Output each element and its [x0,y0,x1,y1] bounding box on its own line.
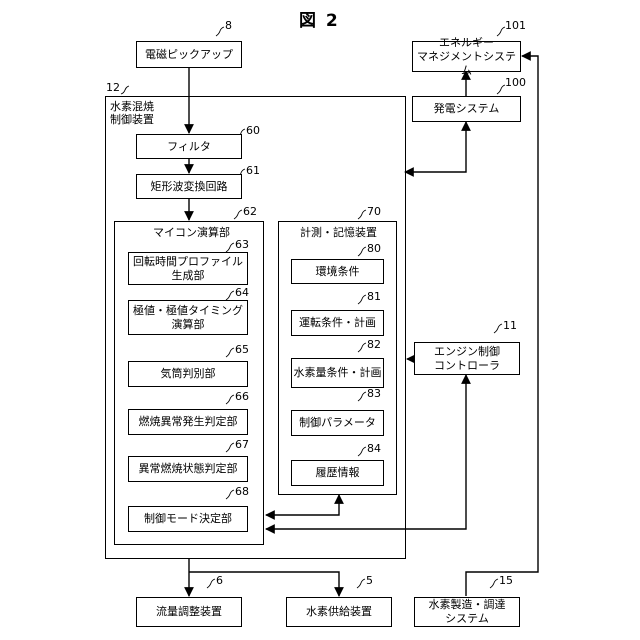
leader-6 [207,579,215,588]
pickup-label: 電磁ピックアップ [145,48,233,62]
micro-label: マイコン演算部 [153,226,230,239]
ref-61: 61 [246,165,260,177]
ref-11: 11 [503,320,517,332]
ref-82: 82 [367,339,381,351]
rotation-profile-box: 回転時間プロファイル 生成部 [128,252,248,285]
abnormal-occurrence-box: 燃焼異常発生判定部 [128,409,248,435]
hydrogen-cofiring-controller-label-1: 水素混焼 [110,100,154,113]
ref-5: 5 [366,575,373,587]
ref-12: 12 [106,82,120,94]
ref-8: 8 [225,20,232,32]
ref-15: 15 [499,575,513,587]
ref-66: 66 [235,391,249,403]
abnormal-occurrence-label: 燃焼異常発生判定部 [139,415,238,429]
rect-wave-box: 矩形波変換回路 [136,174,242,199]
hydrogen-production-line1: 水素製造・調達 [429,598,506,612]
history-label: 履歴情報 [316,466,360,480]
ref-100: 100 [505,77,526,89]
engine-controller-line1: エンジン制御 [434,345,500,359]
control-mode-label: 制御モード決定部 [144,512,232,526]
ems-line2: マネジメントシステム [413,50,520,78]
cylinder-discrimination-box: 気筒判別部 [128,361,248,387]
hydrogen-production-box: 水素製造・調達 システム [414,597,520,627]
ref-101: 101 [505,20,526,32]
flow-regulator-label: 流量調整装置 [156,605,222,619]
ref-6: 6 [216,575,223,587]
ref-63: 63 [235,239,249,251]
filter-label: フィルタ [167,140,211,154]
ref-83: 83 [367,388,381,400]
hydrogen-cofiring-controller-label-2: 制御装置 [110,113,154,126]
cylinder-discrimination-label: 気筒判別部 [161,367,216,381]
figure-title: 図 2 [299,6,340,31]
operation-label: 運転条件・計画 [299,316,376,330]
hydrogen-amount-box: 水素量条件・計画 [291,358,384,388]
environment-label: 環境条件 [316,265,360,279]
leader-100 [497,85,505,94]
rotation-profile-line1: 回転時間プロファイル [133,255,243,269]
hydrogen-production-line2: システム [445,612,489,626]
ref-62: 62 [243,206,257,218]
ref-68: 68 [235,486,249,498]
ref-65: 65 [235,344,249,356]
leader-5 [357,579,365,588]
extremum-box: 極値・極値タイミング 演算部 [128,300,248,335]
ems-line1: エネルギー [439,36,494,50]
leader-101 [497,27,505,36]
control-parameter-box: 制御パラメータ [291,410,384,436]
power-system-box: 発電システム [412,96,521,122]
engine-controller-line2: コントローラ [434,359,500,373]
leader-15 [490,579,498,588]
rotation-profile-line2: 生成部 [172,269,205,283]
abnormal-state-box: 異常燃焼状態判定部 [128,456,248,482]
leader-12 [121,86,129,94]
leader-8 [216,27,224,36]
ref-67: 67 [235,439,249,451]
rect-wave-label: 矩形波変換回路 [151,180,228,194]
measurement-storage-label: 計測・記憶装置 [300,226,377,239]
history-box: 履歴情報 [291,460,384,486]
filter-box: フィルタ [136,134,242,159]
ems-box: エネルギー マネジメントシステム [412,41,521,72]
environment-box: 環境条件 [291,259,384,284]
extremum-line2: 演算部 [172,318,205,332]
control-mode-box: 制御モード決定部 [128,506,248,532]
extremum-line1: 極値・極値タイミング [133,304,243,318]
ref-84: 84 [367,443,381,455]
power-system-label: 発電システム [434,102,500,116]
control-parameter-label: 制御パラメータ [299,416,376,430]
hydrogen-supply-label: 水素供給装置 [306,605,372,619]
operation-box: 運転条件・計画 [291,310,384,336]
ref-70: 70 [367,206,381,218]
ref-81: 81 [367,291,381,303]
engine-controller-box: エンジン制御 コントローラ [414,342,520,375]
pickup-box: 電磁ピックアップ [136,41,242,68]
ref-60: 60 [246,125,260,137]
arrow-power-hcc [405,122,466,172]
leader-11 [494,324,502,333]
abnormal-state-label: 異常燃焼状態判定部 [139,462,238,476]
ref-64: 64 [235,287,249,299]
arrow-hcc-to-supply [189,572,339,596]
ref-80: 80 [367,243,381,255]
hydrogen-supply-box: 水素供給装置 [286,597,392,627]
arrow-h2prod-to-ems [466,56,538,596]
flow-regulator-box: 流量調整装置 [136,597,242,627]
hydrogen-amount-label: 水素量条件・計画 [294,366,382,380]
